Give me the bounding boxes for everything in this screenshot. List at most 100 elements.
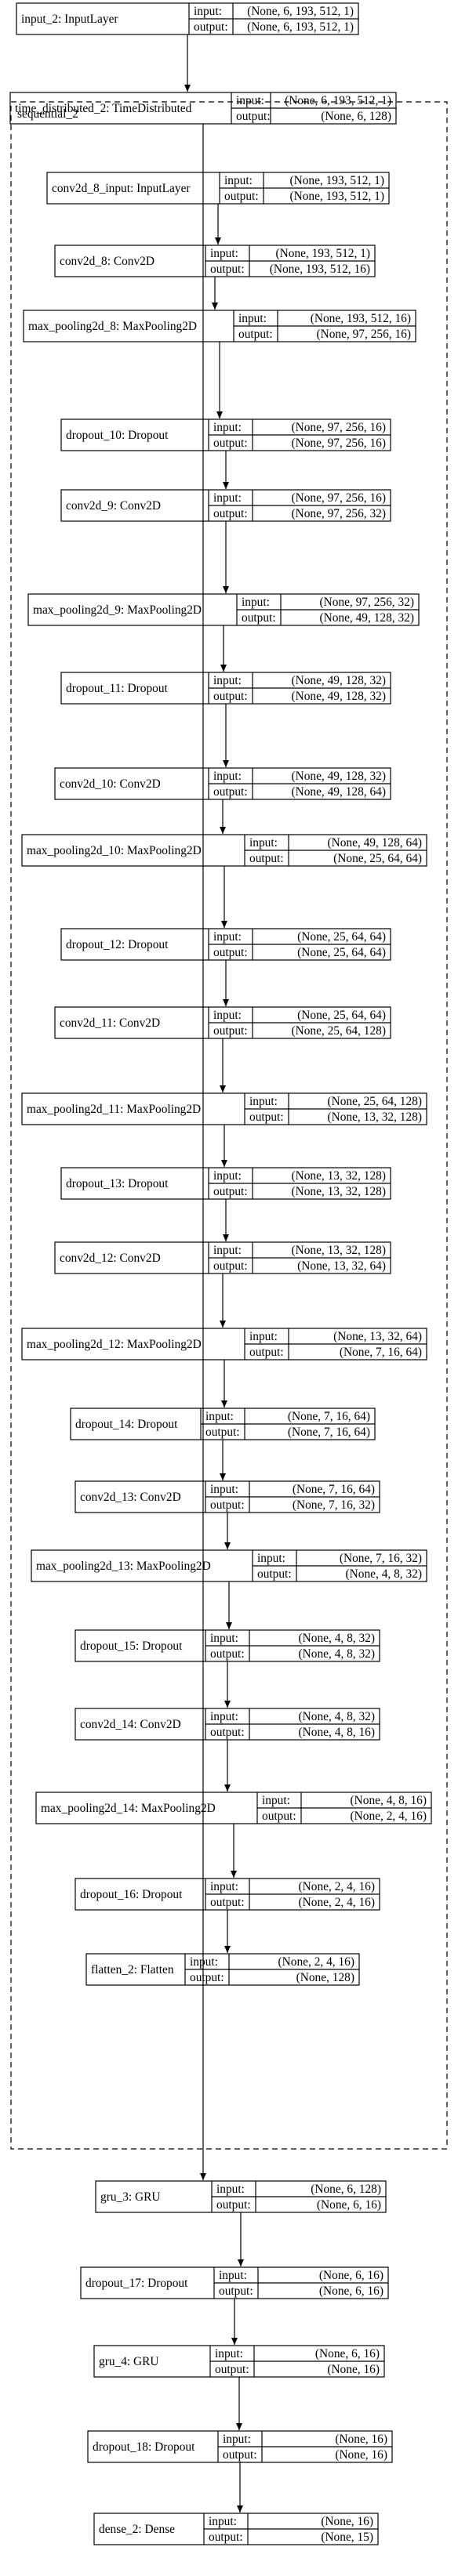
layer-name: dropout_12: Dropout <box>66 938 169 951</box>
input-port-label: input: <box>224 174 253 187</box>
input-shape: (None, 193, 512, 1) <box>289 174 384 187</box>
input-port-label: input: <box>210 1880 238 1893</box>
output-port-label: output: <box>213 1024 248 1038</box>
input-port-label: input: <box>219 2269 247 2282</box>
output-port-label: output: <box>219 2284 253 2298</box>
input-port-label: input: <box>242 596 270 609</box>
output-shape: (None, 4, 8, 16) <box>299 1726 375 1739</box>
output-shape: (None, 7, 16, 64) <box>288 1426 370 1439</box>
layer-name: dropout_14: Dropout <box>75 1418 178 1431</box>
layer-name: dropout_18: Dropout <box>93 2440 195 2454</box>
output-port-label: output: <box>249 1110 284 1124</box>
input-shape: (None, 6, 16) <box>315 2347 380 2360</box>
output-shape: (None, 16) <box>335 2448 387 2462</box>
output-shape: (None, 6, 16) <box>319 2284 383 2298</box>
output-port-label: output: <box>209 2531 243 2544</box>
output-shape: (None, 6, 128) <box>321 110 391 123</box>
output-port-label: output: <box>257 1567 292 1581</box>
input-shape: (None, 25, 64, 64) <box>297 1009 386 1022</box>
layer-name: max_pooling2d_13: MaxPooling2D <box>36 1560 211 1573</box>
input-shape: (None, 49, 128, 32) <box>291 770 386 783</box>
input-port-label: input: <box>210 247 238 260</box>
output-port-label: output: <box>194 20 228 34</box>
input-port-label: input: <box>223 2433 251 2446</box>
input-shape: (None, 4, 8, 32) <box>299 1710 375 1723</box>
output-port-label: output: <box>213 437 248 450</box>
layer-name: conv2d_11: Conv2D <box>60 1016 160 1030</box>
input-port-label: input: <box>210 1483 238 1496</box>
output-port-label: output: <box>210 1647 245 1661</box>
sequential-container <box>10 101 448 2150</box>
output-shape: (None, 49, 128, 64) <box>291 785 386 799</box>
input-port-label: input: <box>216 2183 245 2196</box>
input-shape: (None, 2, 4, 16) <box>278 1955 354 1969</box>
input-shape: (None, 97, 256, 16) <box>291 421 386 434</box>
input-shape: (None, 6, 193, 512, 1) <box>285 94 391 107</box>
input-shape: (None, 7, 16, 32) <box>340 1552 422 1565</box>
output-port-label: output: <box>213 507 248 520</box>
layer-name: conv2d_13: Conv2D <box>80 1491 181 1504</box>
layer-node: conv2d_8_input: InputLayerinput:output:(… <box>46 172 390 205</box>
output-shape: (None, 4, 8, 32) <box>346 1567 422 1581</box>
input-shape: (None, 6, 16) <box>319 2269 383 2282</box>
output-shape: (None, 128) <box>296 1971 354 1984</box>
output-shape: (None, 15) <box>321 2531 373 2544</box>
layer-name: max_pooling2d_10: MaxPooling2D <box>27 844 202 857</box>
output-shape: (None, 13, 32, 128) <box>327 1110 422 1124</box>
input-shape: (None, 13, 32, 128) <box>291 1169 386 1183</box>
layer-node: max_pooling2d_12: MaxPooling2Dinput:outp… <box>21 1328 427 1360</box>
input-port-label: input: <box>238 312 267 325</box>
output-port-label: output: <box>249 852 284 865</box>
output-port-label: output: <box>210 1498 245 1512</box>
layer-name: max_pooling2d_14: MaxPooling2D <box>41 1802 216 1815</box>
layer-name: dropout_11: Dropout <box>66 682 169 695</box>
layer-name: dropout_13: Dropout <box>66 1177 169 1190</box>
output-shape: (None, 4, 8, 32) <box>299 1647 375 1661</box>
input-port-label: input: <box>213 1244 242 1257</box>
layer-name: conv2d_8_input: InputLayer <box>52 182 191 195</box>
output-port-label: output: <box>205 1426 240 1439</box>
layer-name: time_distributed_2: TimeDistributed <box>15 102 192 115</box>
input-port-label: input: <box>205 1410 234 1423</box>
layer-name: conv2d_10: Conv2D <box>60 777 161 791</box>
layer-name: gru_3: GRU <box>100 2190 161 2204</box>
input-shape: (None, 97, 256, 16) <box>291 491 386 505</box>
input-shape: (None, 49, 128, 64) <box>327 836 422 850</box>
input-shape: (None, 25, 64, 64) <box>297 930 386 944</box>
layer-name: dense_2: Dense <box>99 2523 175 2536</box>
output-port-label: output: <box>213 785 248 799</box>
input-port-label: input: <box>215 2347 243 2360</box>
input-port-label: input: <box>236 94 264 107</box>
layer-node: conv2d_11: Conv2D input: output: (None, 25,… <box>54 1006 391 1039</box>
output-shape: (None, 13, 32, 64) <box>297 1259 386 1273</box>
input-port-label: input: <box>210 1632 238 1645</box>
output-shape: (None, 6, 193, 512, 1) <box>247 20 354 34</box>
input-shape: (None, 13, 32, 64) <box>333 1330 422 1343</box>
layer-name: max_pooling2d_8: MaxPooling2D <box>28 320 197 333</box>
layer-name: conv2d_14: Conv2D <box>80 1718 181 1731</box>
input-port-label: input: <box>213 421 242 434</box>
output-shape: (None, 7, 16, 32) <box>293 1498 375 1512</box>
input-shape: (None, 13, 32, 128) <box>291 1244 386 1257</box>
input-shape: (None, 6, 128) <box>311 2183 381 2196</box>
layer-name: conv2d_12: Conv2D <box>60 1252 161 1265</box>
output-shape: (None, 7, 16, 64) <box>340 1346 422 1359</box>
input-port-label: input: <box>213 674 242 687</box>
input-port-label: input: <box>257 1552 285 1565</box>
layer-node: max_pooling2d_11: MaxPooling2Dinput:outp… <box>21 1092 427 1125</box>
output-port-label: output: <box>216 2198 251 2212</box>
output-port-label: output: <box>249 1346 284 1359</box>
input-shape: (None, 6, 193, 512, 1) <box>247 5 354 18</box>
input-port-label: input: <box>213 1009 242 1022</box>
